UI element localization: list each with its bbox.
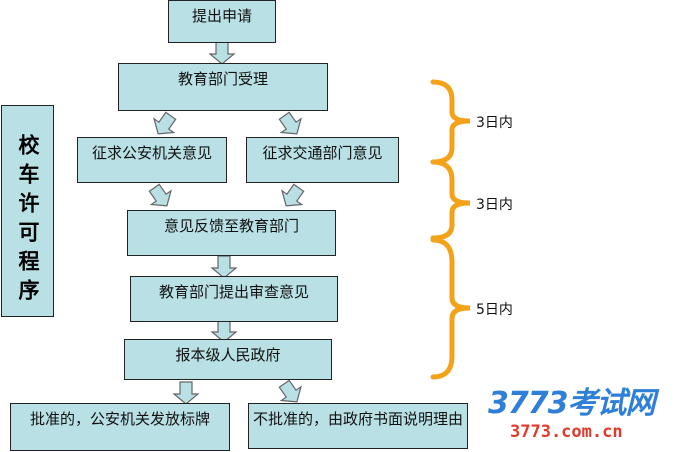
step-report: 报本级人民政府 — [124, 339, 332, 380]
arrow-down-icon — [209, 41, 235, 65]
arrow-down-left-icon — [147, 108, 182, 142]
step-feedback: 意见反馈至教育部门 — [127, 210, 336, 256]
arrow-down-icon — [211, 255, 237, 279]
step-review: 教育部门提出审查意见 — [130, 276, 338, 322]
step-rejected: 不批准的，由政府书面说明理由 — [248, 403, 468, 449]
arrow-down-left-icon — [275, 180, 310, 214]
process-title: 校车许可程序 — [1, 105, 54, 317]
arrow-down-icon — [173, 381, 199, 405]
brace-icon — [430, 79, 471, 165]
watermark-url: 3773.com.cn — [510, 422, 623, 442]
watermark-logo: 3773考试网 — [488, 386, 655, 421]
brace-icon — [430, 159, 471, 241]
step-apply: 提出申请 — [168, 0, 276, 43]
step-police-opinion: 征求公安机关意见 — [77, 137, 227, 183]
arrow-down-right-icon — [143, 180, 178, 214]
duration-label: 3日内 — [476, 115, 513, 131]
brace-icon — [430, 237, 471, 380]
duration-label: 3日内 — [476, 197, 513, 213]
step-approved: 批准的，公安机关发放标牌 — [10, 403, 230, 451]
duration-label: 5日内 — [476, 302, 513, 318]
step-traffic-opinion: 征求交通部门意见 — [246, 137, 399, 183]
arrow-down-right-icon — [273, 108, 308, 142]
step-accept: 教育部门受理 — [118, 63, 328, 111]
